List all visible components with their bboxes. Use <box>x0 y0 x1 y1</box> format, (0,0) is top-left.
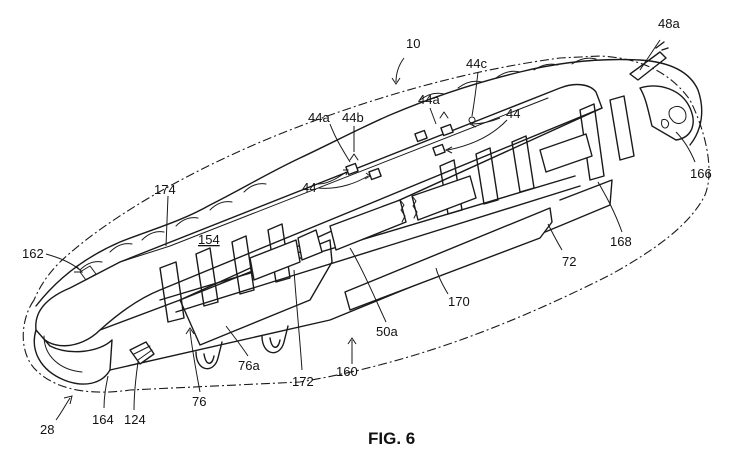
label-44a-top: 44a <box>418 92 440 107</box>
leader-lines <box>45 39 696 421</box>
label-160: 160 <box>336 364 358 379</box>
label-44b: 44b <box>342 110 364 125</box>
label-48a: 48a <box>658 16 680 31</box>
sensors-44 <box>345 111 476 181</box>
nose-cap <box>33 329 113 385</box>
label-44-right: 44 <box>506 106 520 121</box>
label-124: 124 <box>124 412 146 427</box>
skirt-panel-170 <box>344 207 553 311</box>
label-50a: 50a <box>376 324 398 339</box>
nose-ring <box>43 335 83 373</box>
rear-end <box>639 85 694 141</box>
label-44c: 44c <box>466 56 487 71</box>
top-cover <box>35 83 603 347</box>
label-28: 28 <box>40 422 54 437</box>
clip-left <box>195 341 223 370</box>
clip-right <box>261 325 289 354</box>
label-168: 168 <box>610 234 632 249</box>
fitting-162 <box>79 265 97 281</box>
figure-caption: FIG. 6 <box>368 429 415 448</box>
label-162: 162 <box>22 246 44 261</box>
label-164: 164 <box>92 412 114 427</box>
label-44a-left: 44a <box>308 110 330 125</box>
label-170: 170 <box>448 294 470 309</box>
hull-scallops <box>79 57 597 271</box>
mast-48a <box>629 41 669 81</box>
label-154: 154 <box>198 232 220 247</box>
label-76a: 76a <box>238 358 260 373</box>
hull-outer <box>35 58 703 307</box>
label-72: 72 <box>562 254 576 269</box>
label-76: 76 <box>192 394 206 409</box>
rear-vent <box>661 105 687 129</box>
phantom-outline <box>22 55 710 393</box>
label-174: 174 <box>154 182 176 197</box>
label-10: 10 <box>406 36 420 51</box>
lower-skirt <box>109 179 613 371</box>
label-172: 172 <box>292 374 314 389</box>
label-44-left: 44 <box>302 180 316 195</box>
connector-124-detail <box>133 345 153 361</box>
label-166: 166 <box>690 166 712 181</box>
top-cover-ridge <box>119 97 549 263</box>
cells-50a <box>249 133 593 281</box>
